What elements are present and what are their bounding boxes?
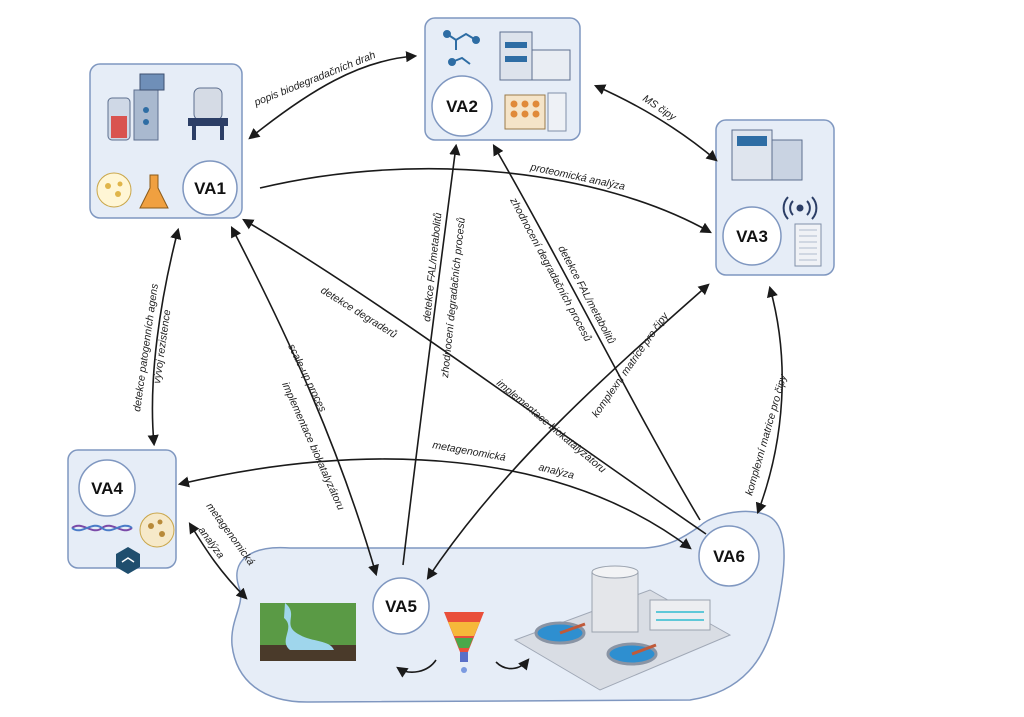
arrow-va4-va5: [188, 522, 248, 600]
va3-label: VA3: [736, 227, 768, 246]
wireless-signal-icon: [782, 196, 818, 220]
flask-icon: [139, 174, 169, 209]
bacteria-colony-icon: [139, 512, 175, 548]
va6-label: VA6: [713, 547, 745, 566]
chip-icon: [794, 223, 822, 267]
wastewater-plant-icon: [513, 565, 732, 691]
arrow-va3-va6: [755, 285, 783, 515]
arrow-va1-va4: [147, 227, 182, 447]
fermenter-icon: [188, 87, 228, 140]
hplc-instrument-icon: [499, 31, 571, 81]
arrow-va1-va5: [230, 226, 379, 577]
arrow-va2-va3: [593, 84, 718, 162]
arrow-va1-va3: [259, 167, 712, 234]
petri-dish-icon: [96, 172, 132, 208]
dna-icon: [71, 524, 133, 532]
va1-label: VA1: [194, 179, 226, 198]
well-plate-icon: [504, 92, 567, 132]
filter-funnel-icon: [444, 612, 484, 673]
curved-arrow-left: [396, 659, 437, 678]
sequencing-icon: [116, 547, 140, 574]
va4-circle: [78, 459, 136, 517]
molecule-icon: [443, 30, 480, 66]
va1-circle: [182, 160, 238, 216]
va5-label: VA5: [385, 597, 417, 616]
edge-label-metagenomicka-1: metagenomická: [431, 439, 506, 464]
edge-label-komplexni-2: komplexní matrice pro čipy: [743, 373, 789, 497]
arrow-va4-va6: [177, 458, 692, 550]
va2-circle: [431, 75, 493, 137]
edge-label-popis: popis biodegradačních drah: [252, 49, 378, 109]
va5-circle: [372, 577, 430, 635]
river-landscape-icon: [260, 603, 356, 661]
va4-label: VA4: [91, 479, 123, 498]
curved-arrow-right: [495, 658, 530, 671]
bioreactor-icon: [107, 73, 165, 141]
arrow-va1-va2: [248, 51, 418, 140]
va2-label: VA2: [446, 97, 478, 116]
mass-spectrometer-icon: [731, 129, 803, 181]
va3-circle: [722, 206, 782, 266]
